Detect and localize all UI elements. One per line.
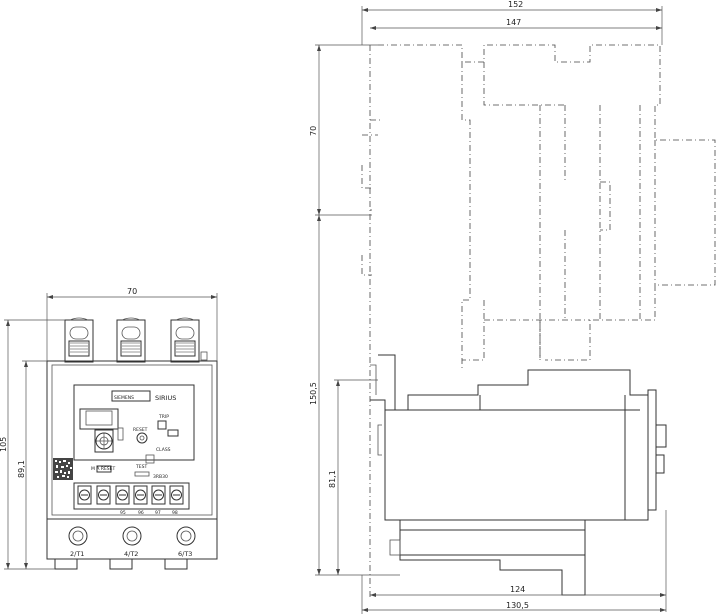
side-depth-124-dimension: 124	[370, 510, 667, 612]
manual-auto-reset-label: M A RESET	[91, 466, 115, 472]
terminal-t3-label: 6/T3	[178, 550, 192, 558]
trip-indicator	[157, 420, 167, 430]
current-dial-frame	[94, 429, 114, 453]
side-height-dimension: 150,5	[309, 215, 400, 576]
manual-auto-reset-switch[interactable]	[96, 465, 112, 473]
side-rail-offset-dimension: 70	[309, 44, 378, 216]
qr-code-icon	[53, 458, 73, 480]
test-label: TEST	[135, 464, 147, 470]
terminal-97-label: 97	[155, 510, 161, 516]
reset-label: RESET	[133, 427, 148, 433]
class-label: CLASS	[156, 447, 171, 453]
contactor-phantom-outline	[361, 44, 716, 600]
terminal-98-label: 98	[172, 510, 178, 516]
side-height-value: 150,5	[309, 382, 318, 405]
front-housing-inner	[51, 364, 213, 516]
front-body-height-dimension: 89,1	[17, 360, 47, 569]
front-view: SIEMENS SIRIUS TRIP RESET CLASS TEST 3RB…	[0, 287, 218, 570]
product-label: SIRIUS	[155, 394, 176, 402]
front-width-dimension: 70	[46, 287, 218, 361]
class-switch[interactable]	[167, 429, 179, 437]
side-rail-offset-value: 70	[309, 126, 318, 136]
test-button-frame	[145, 454, 155, 464]
terminal-96-label: 96	[138, 510, 144, 516]
front-width-value: 70	[127, 287, 137, 296]
terminal-t2-label: 4/T2	[124, 550, 138, 558]
side-depth-147-value: 147	[506, 18, 521, 27]
front-total-height-value: 105	[0, 437, 8, 452]
trip-label: TRIP	[158, 414, 169, 420]
side-total-depth-value: 152	[508, 0, 523, 9]
side-view: 152 147 70 150,5 81,1	[309, 0, 716, 614]
indicator-slot	[117, 427, 124, 441]
model-label: 3RB30	[153, 474, 168, 480]
side-depth-124-value: 124	[510, 585, 525, 594]
side-depth-130-dimension: 130,5	[361, 575, 666, 614]
terminal-t1-label: 2/T1	[70, 550, 84, 558]
top-terminal-lugs	[64, 317, 208, 363]
side-depth-130-value: 130,5	[506, 601, 529, 610]
side-lower-height-dimension: 81,1	[328, 379, 378, 575]
overload-relay-outline	[370, 354, 667, 596]
front-total-height-dimension: 105	[0, 319, 65, 570]
current-scale-window	[79, 408, 119, 430]
brand-label: SIEMENS	[114, 395, 134, 401]
main-terminals	[68, 526, 196, 546]
reset-button[interactable]	[136, 432, 148, 444]
brand-plate	[111, 390, 151, 402]
auxiliary-terminal-strip	[73, 482, 190, 510]
terminal-95-label: 95	[120, 510, 126, 516]
side-depth-147-dimension: 147	[370, 18, 662, 30]
front-body-height-value: 89,1	[17, 460, 26, 478]
side-lower-height-value: 81,1	[328, 470, 337, 488]
side-total-depth-dimension: 152	[361, 0, 663, 45]
front-panel	[73, 384, 195, 461]
